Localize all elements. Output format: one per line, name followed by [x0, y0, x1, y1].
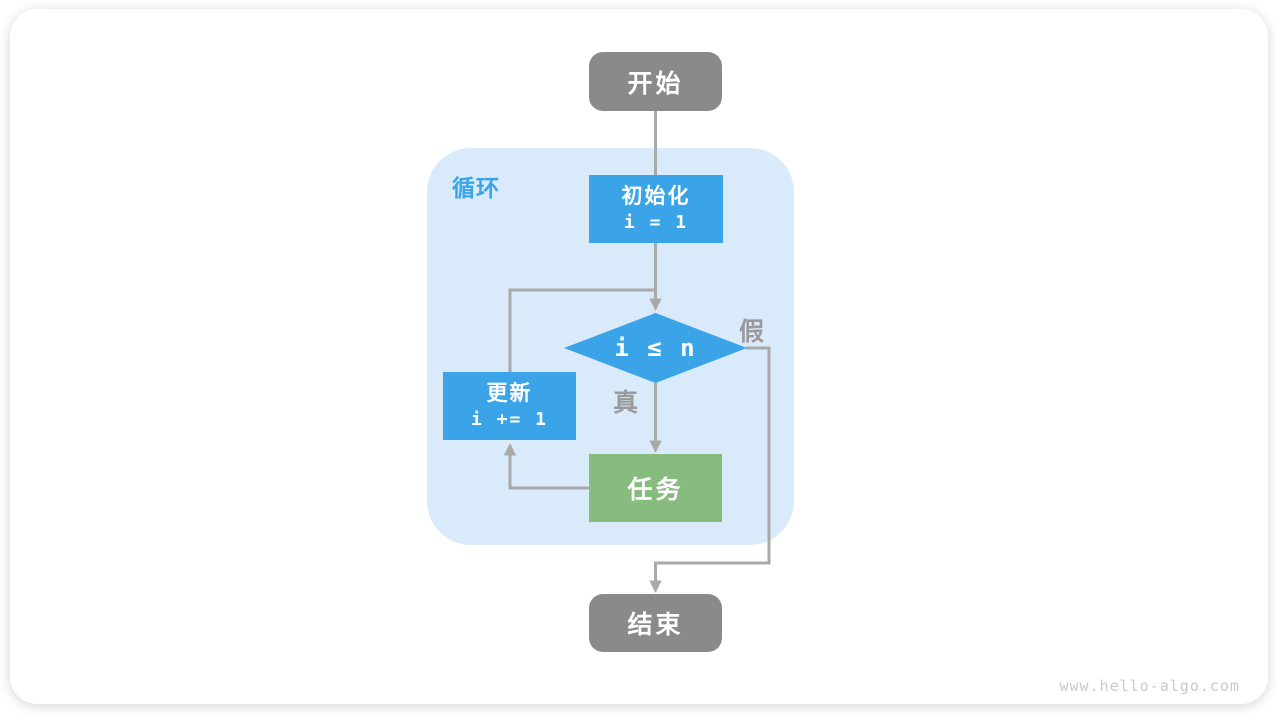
start-node-label: 开始	[627, 69, 684, 98]
task-node: 任务	[589, 454, 722, 522]
end-node: 结束	[589, 594, 722, 652]
loop-region-label: 循环	[452, 175, 500, 201]
update-node: 更新 i += 1	[443, 372, 576, 440]
start-node: 开始	[589, 52, 722, 111]
end-node-label: 结束	[627, 611, 684, 639]
watermark-text: www.hello-algo.com	[1059, 677, 1240, 695]
edge-condition-end	[649, 346, 771, 593]
update-node-title: 更新	[486, 381, 533, 405]
task-node-label: 任务	[627, 476, 684, 504]
edge-label-true: 真	[613, 389, 640, 417]
init-node-code: i = 1	[623, 212, 689, 234]
condition-node-code: i ≤ n	[614, 334, 697, 362]
init-node-title: 初始化	[621, 184, 691, 208]
edge-task-update	[503, 443, 590, 490]
edge-label-false: 假	[739, 318, 766, 346]
init-node: 初始化 i = 1	[589, 175, 723, 243]
update-node-code: i += 1	[470, 409, 549, 431]
edge-update-loopback	[508, 288, 654, 373]
